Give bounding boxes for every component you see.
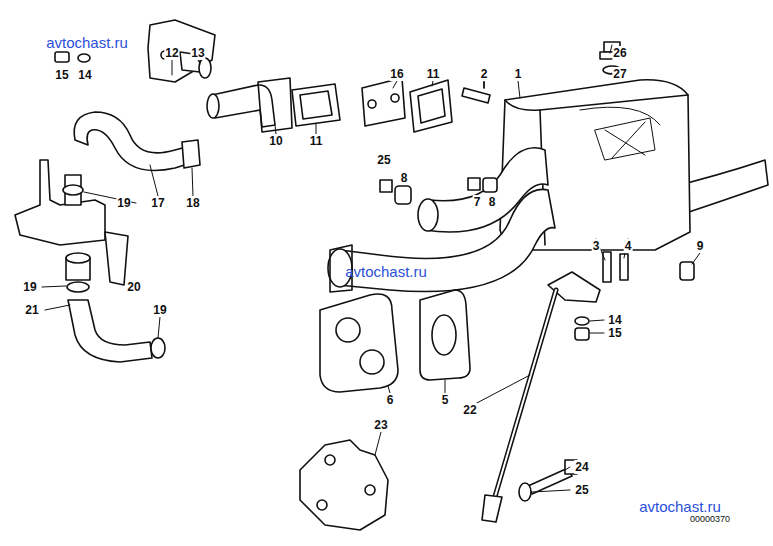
callout-number: 2 xyxy=(480,67,489,81)
callout-number: 19 xyxy=(152,303,167,317)
callout-number: 21 xyxy=(24,303,39,317)
drawing-number: 00000370 xyxy=(689,514,731,524)
callout-number: 16 xyxy=(389,67,404,81)
watermark: avtochast.ru xyxy=(344,263,428,280)
callout-number: 1 xyxy=(514,67,523,81)
callout-number: 19 xyxy=(22,280,37,294)
callout-number: 26 xyxy=(612,46,627,60)
callout-number: 11 xyxy=(426,67,441,81)
callout-number: 12 xyxy=(164,46,179,60)
callout-number: 25 xyxy=(574,483,589,497)
callout-number: 5 xyxy=(441,393,450,407)
callout-number: 14 xyxy=(607,313,622,327)
watermark: avtochast.ru xyxy=(638,498,722,515)
callout-number: 18 xyxy=(185,196,200,210)
callout-number: 8 xyxy=(400,171,409,185)
callout-number: 7 xyxy=(473,195,482,209)
watermark: avtochast.ru xyxy=(45,34,129,51)
callout-number: 27 xyxy=(612,67,627,81)
callout-number: 22 xyxy=(462,403,477,417)
callout-number: 14 xyxy=(77,68,92,82)
callout-number: 8 xyxy=(488,195,497,209)
callout-number: 11 xyxy=(309,134,324,148)
callout-number: 19 xyxy=(116,196,131,210)
callout-number: 3 xyxy=(592,239,601,253)
callout-number: 9 xyxy=(696,239,705,253)
callout-number: 24 xyxy=(574,460,589,474)
callout-number: 10 xyxy=(268,134,283,148)
callout-number: 4 xyxy=(624,239,633,253)
callout-number: 15 xyxy=(607,326,622,340)
callout-number: 23 xyxy=(373,418,388,432)
callout-number: 17 xyxy=(150,196,165,210)
callout-number: 15 xyxy=(54,68,69,82)
callout-number: 13 xyxy=(190,46,205,60)
callout-number: 6 xyxy=(386,393,395,407)
callout-number: 20 xyxy=(126,280,141,294)
callout-number: 25 xyxy=(376,153,391,167)
